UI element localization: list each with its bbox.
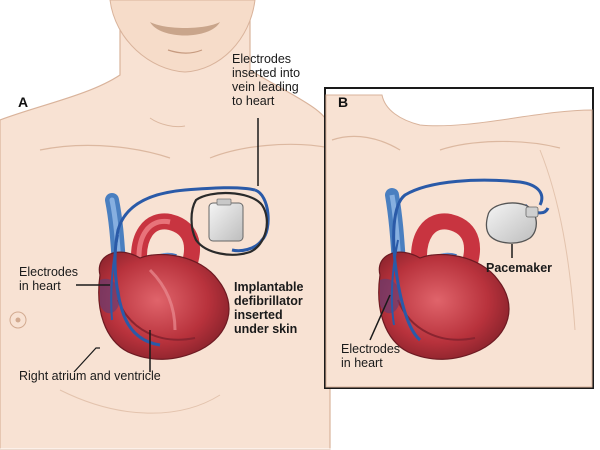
label-electrodes-heart-b: Electrodes in heart: [341, 342, 401, 370]
nipple-a: [9, 311, 27, 329]
label-electrodes-heart-a: Electrodes in heart: [19, 265, 79, 293]
panel-b-figure: [324, 87, 594, 389]
heart-a: [98, 251, 230, 360]
lead-wire-a: [113, 186, 256, 347]
panel-a-letter: A: [18, 94, 29, 110]
mustache-a: [150, 22, 220, 36]
label-defibrillator: Implantable defibrillator inserted under…: [234, 280, 304, 336]
panel-a-figure: [0, 0, 331, 450]
leader-electrodes-b: [369, 294, 391, 341]
label-pacemaker: Pacemaker: [486, 261, 553, 275]
label-atrium-ventricle: Right atrium and ventricle: [19, 369, 161, 383]
pacemaker-device: [485, 202, 539, 244]
heart-b: [378, 251, 510, 360]
leader-atrium: [73, 347, 100, 373]
lead-wire-b: [392, 178, 544, 342]
label-electrodes-vein: Electrodes inserted into vein leading to…: [232, 52, 301, 108]
defibrillator-device: [190, 191, 268, 256]
chin-a: [109, 0, 256, 73]
panel-b-letter: B: [338, 94, 349, 110]
